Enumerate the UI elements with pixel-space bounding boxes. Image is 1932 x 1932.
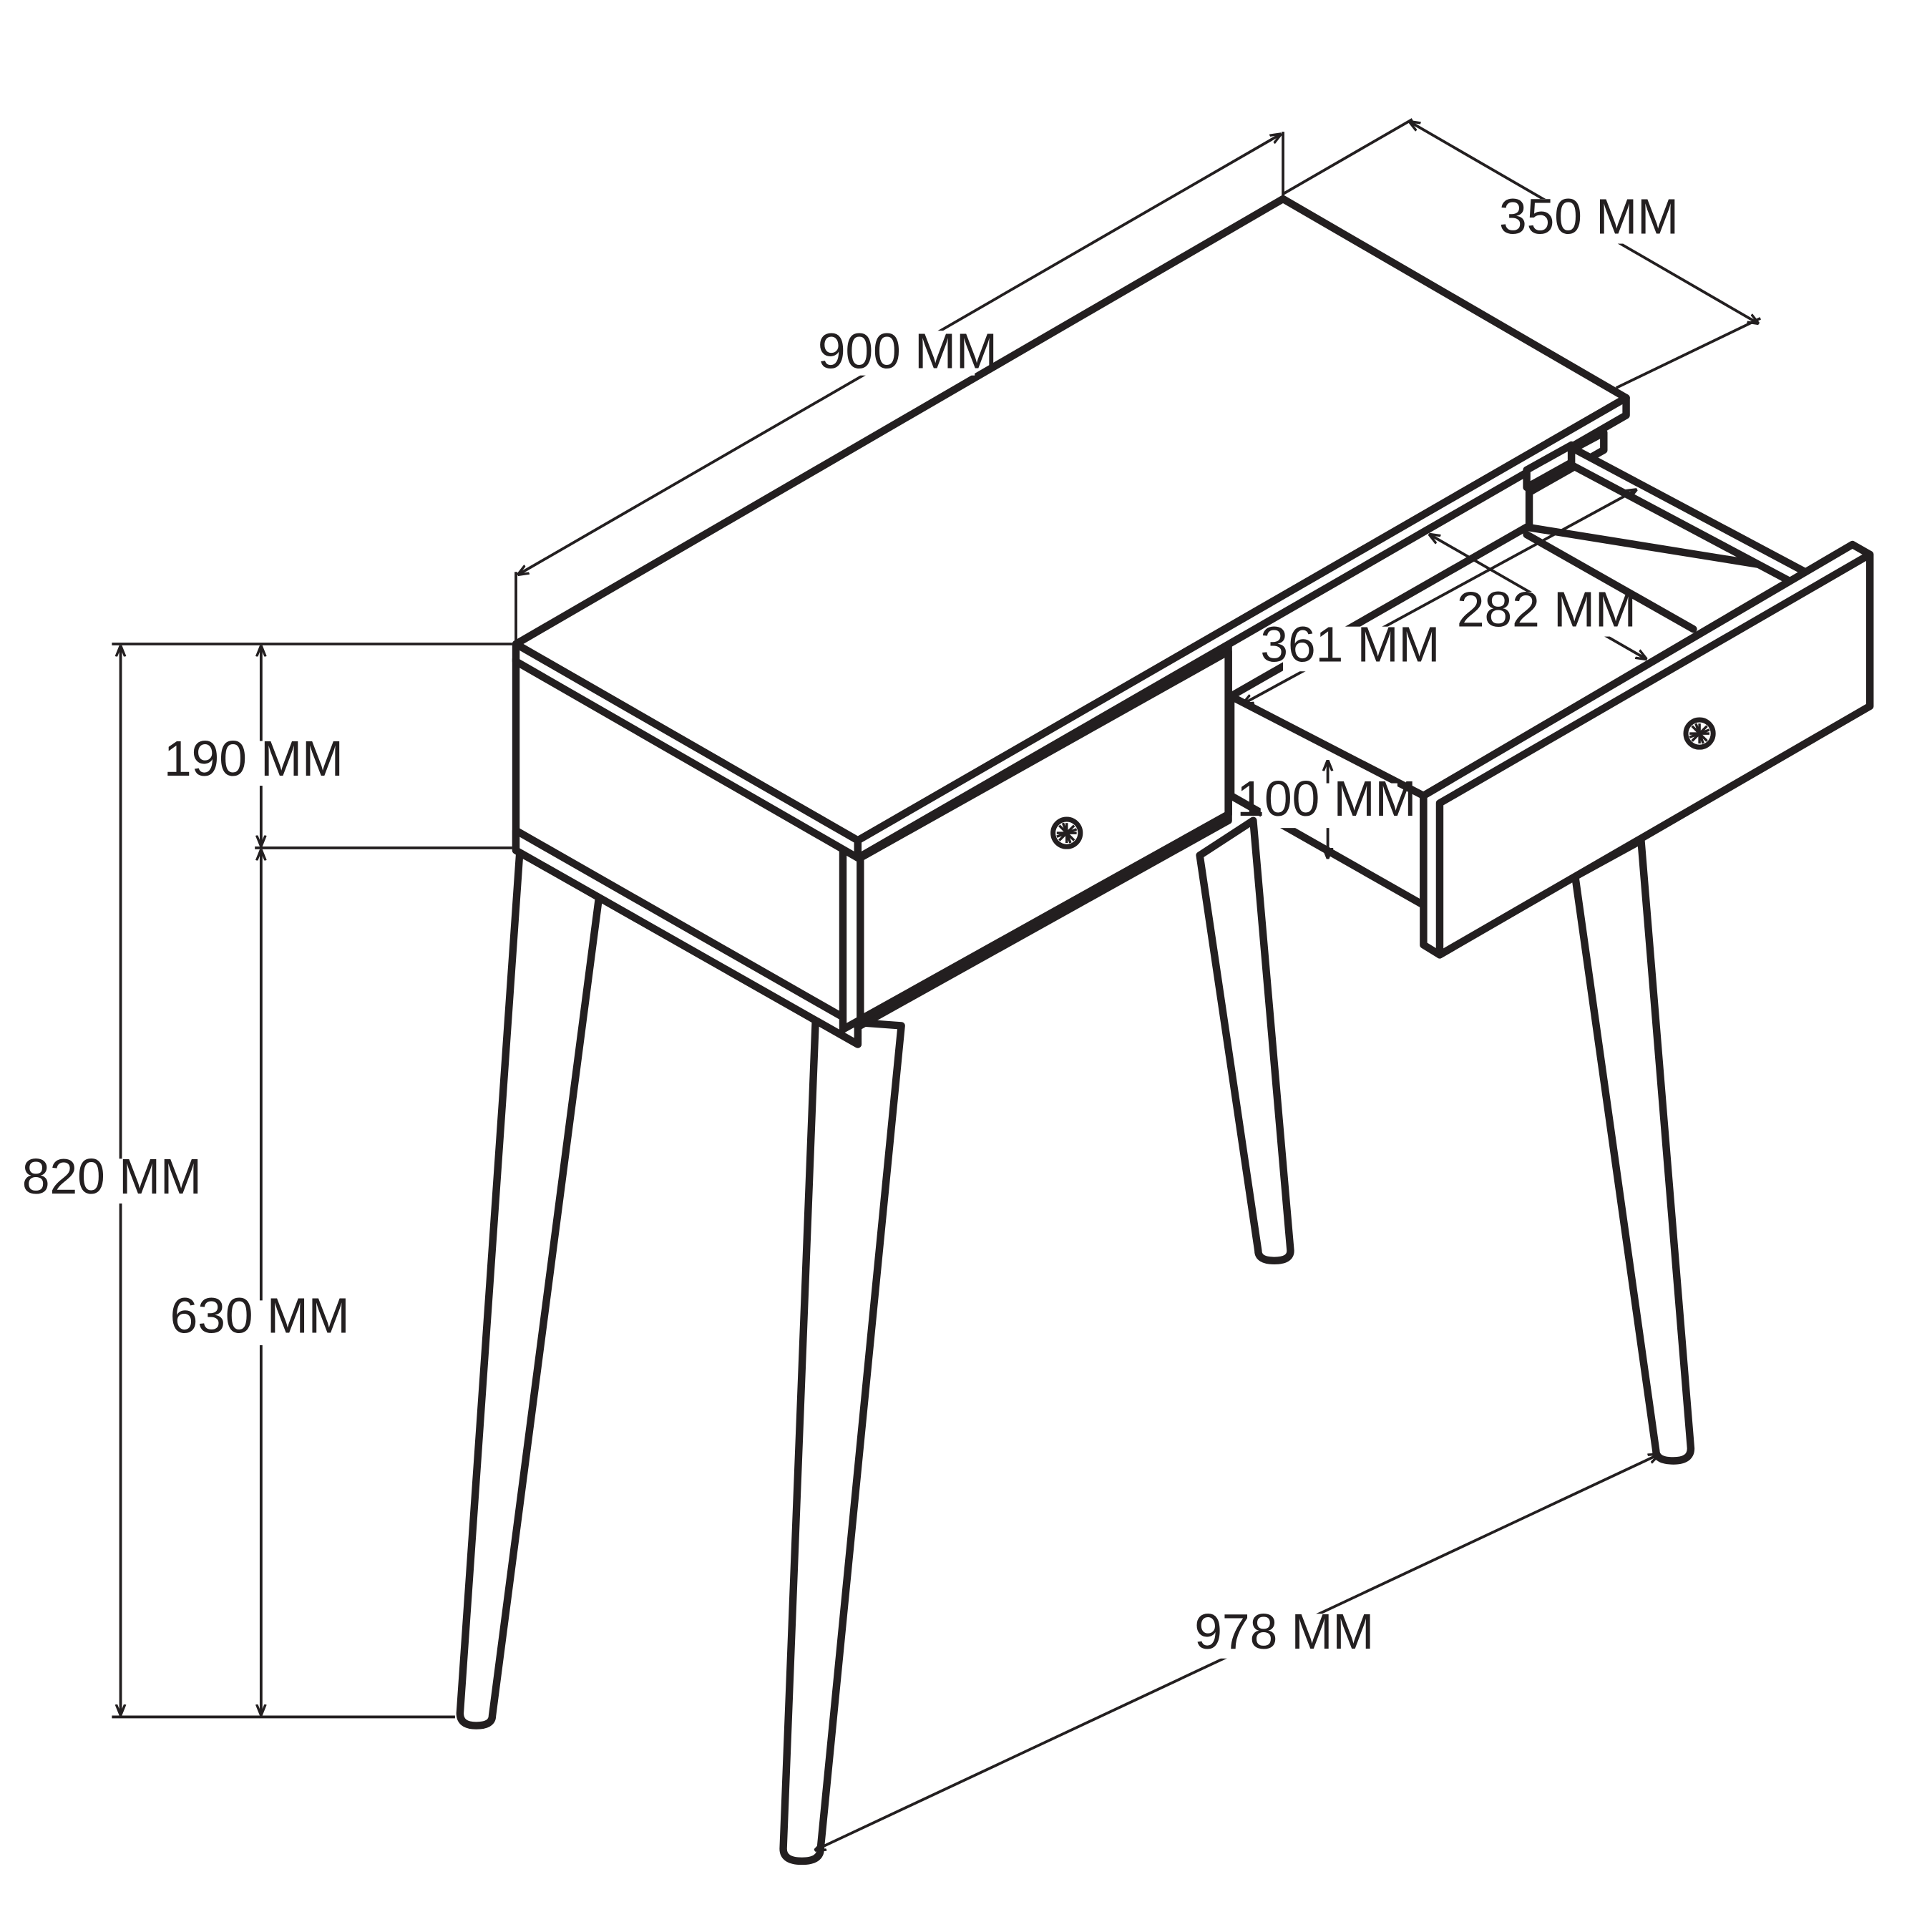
leg-front-right — [779, 1015, 905, 1865]
total-height-label: 820 MM — [22, 1148, 202, 1204]
leg-front-left — [456, 849, 603, 1729]
leg-height-label: 630 MM — [170, 1288, 350, 1344]
drawer-length-label: 361 MM — [1260, 616, 1440, 672]
left-drawer-knob — [1050, 816, 1083, 849]
legs — [456, 816, 1695, 1865]
drawer-width-label: 282 MM — [1457, 582, 1636, 638]
bottom-panel — [512, 826, 862, 1048]
open-drawer — [1226, 441, 1874, 959]
leg-span-label: 978 MM — [1194, 1604, 1374, 1659]
drawer-front-face — [1435, 550, 1874, 959]
body-height-label: 190 MM — [164, 731, 343, 786]
width-label: 900 MM — [818, 323, 997, 379]
left-drawer-front-inner — [857, 648, 1232, 1023]
depth-label: 350 MM — [1499, 189, 1679, 245]
dimension-labels: 900 MM 350 MM 820 MM 190 MM 630 MM 978 M… — [22, 189, 1679, 1659]
right-drawer-knob — [1683, 717, 1716, 750]
leg-back-right — [1571, 836, 1695, 1465]
leg-back-left — [1196, 816, 1294, 1264]
drawer-height-label: 100 MM — [1236, 771, 1416, 826]
